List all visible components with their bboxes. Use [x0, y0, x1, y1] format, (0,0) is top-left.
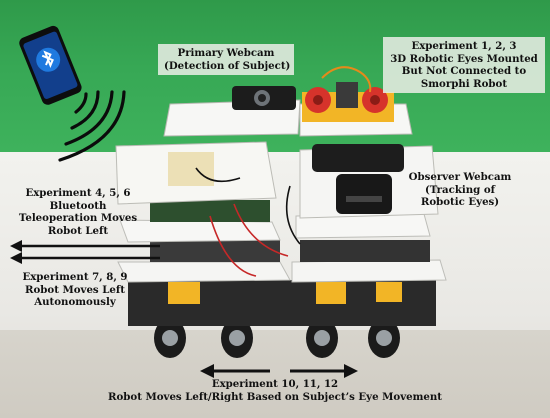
- experiment-4-5-6-label: Experiment 4, 5, 6 Bluetooth Teleoperati…: [14, 187, 142, 237]
- label-line: Primary Webcam: [177, 47, 275, 59]
- label-line: Experiment 7, 8, 9: [22, 271, 128, 283]
- label-line: But Not Connected to: [401, 65, 527, 77]
- motor-yellow: [376, 282, 402, 302]
- label-line: (Tracking of: [424, 183, 495, 196]
- observer-webcam: [312, 144, 404, 214]
- primary-webcam: [232, 86, 296, 110]
- wheel: [154, 318, 186, 358]
- label-line: Smorphi Robot: [420, 77, 508, 90]
- arrow-right-bottom: [290, 364, 358, 378]
- floor: [0, 330, 550, 418]
- electronics-layer: [300, 240, 430, 262]
- arrow-left: [10, 252, 160, 264]
- label-line: Robot Moves Left/Right Based on Subject’…: [108, 390, 442, 403]
- wheel: [306, 318, 338, 358]
- experiment-10-11-12-label: Experiment 10, 11, 12 Robot Moves Left/R…: [70, 378, 480, 403]
- label-line: Experiment 4, 5, 6: [25, 187, 131, 199]
- arrow-left-bottom: [200, 364, 270, 378]
- wheel: [368, 318, 400, 358]
- observer-webcam-label: Observer Webcam (Tracking of Robotic Eye…: [398, 171, 522, 209]
- label-line: 3D Robotic Eyes Mounted: [390, 52, 538, 65]
- plate: [291, 259, 447, 283]
- label-line: Experiment 1, 2, 3: [411, 40, 517, 52]
- label-line: Teleoperation Moves: [18, 212, 138, 224]
- motor-yellow: [168, 282, 200, 304]
- label-line: Robot Moves Left: [25, 283, 125, 296]
- wires: [195, 167, 301, 277]
- smartphone-icon: [19, 25, 82, 105]
- label-line: Bluetooth: [49, 199, 107, 212]
- motor-yellow: [316, 282, 346, 304]
- arrow-left: [10, 240, 160, 252]
- plate: [117, 261, 291, 283]
- primary-webcam-label: Primary Webcam (Detection of Subject): [158, 44, 294, 75]
- wheel: [221, 318, 253, 358]
- experiment-1-2-3-label: Experiment 1, 2, 3 3D Robotic Eyes Mount…: [383, 37, 545, 93]
- label-line: Autonomously: [34, 296, 116, 308]
- label-line: (Detection of Subject): [164, 59, 291, 72]
- chassis-right: [286, 280, 436, 326]
- label-line: Robotic Eyes): [420, 196, 500, 208]
- label-line: Experiment 10, 11, 12: [211, 378, 339, 390]
- signal-waves-icon: [58, 90, 126, 162]
- tape-strip: [168, 152, 214, 186]
- label-line: Robot Left: [47, 224, 109, 237]
- robotic-eyes: [302, 66, 394, 122]
- experiment-7-8-9-label: Experiment 7, 8, 9 Robot Moves Left Auto…: [16, 271, 134, 309]
- chassis-left: [128, 280, 292, 326]
- label-line: Observer Webcam: [408, 171, 512, 183]
- electronics-layer: [150, 240, 280, 262]
